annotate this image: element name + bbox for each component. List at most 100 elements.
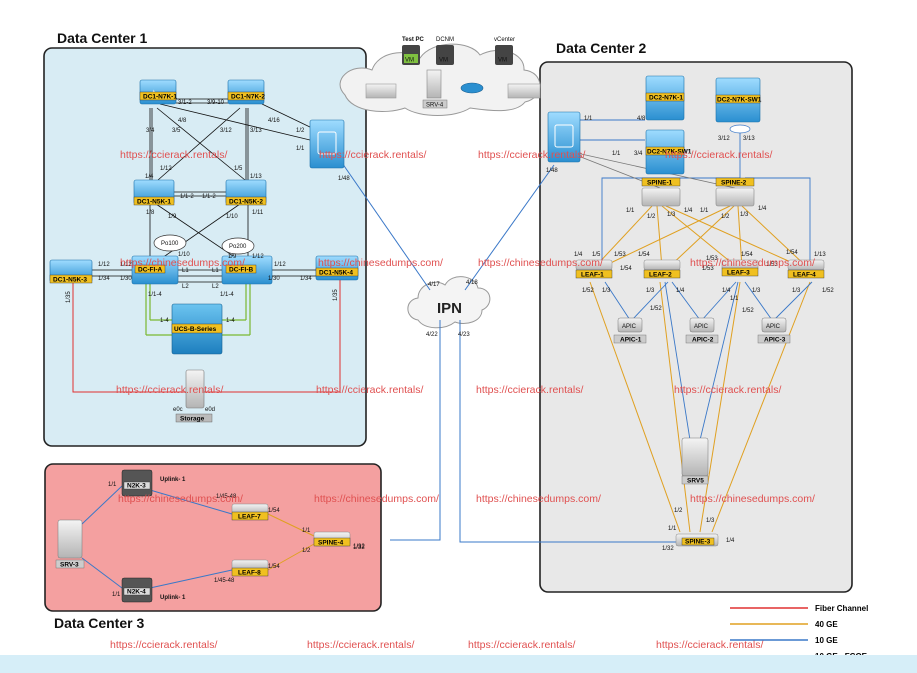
svg-text:1/1: 1/1 [584, 116, 593, 122]
dc2-n7k-sw1-lower[interactable]: DC2-N7K-SW1 [645, 129, 692, 175]
svg-text:1/1: 1/1 [700, 208, 709, 214]
srv4-label-box [422, 99, 448, 109]
svg-text:1/4: 1/4 [758, 206, 767, 212]
svg-text:LEAF-7: LEAF-7 [238, 514, 261, 521]
po200-ellipse: Po200 [221, 237, 255, 255]
svg-text:1/1: 1/1 [612, 151, 621, 157]
dc1-n7k-1[interactable]: ✦ DC1-N7K-1 [139, 79, 177, 105]
svg-text:SPINE-2: SPINE-2 [721, 180, 747, 187]
dc1-n5k-2[interactable]: DC1-N5K-2 [225, 179, 267, 206]
leaf-8[interactable]: LEAF-8 [231, 559, 269, 577]
svg-text:1/4: 1/4 [722, 288, 731, 294]
svg-text:https://ccierack.rentals/: https://ccierack.rentals/ [478, 149, 585, 161]
svg-text:1/4: 1/4 [684, 208, 693, 214]
svg-text:https://chinesedumps.com/: https://chinesedumps.com/ [478, 257, 603, 269]
dc2-spine-leaf-links [589, 205, 811, 533]
svg-text:DCNM: DCNM [436, 37, 454, 43]
dc1-n5k-3[interactable]: DC1-N5K-3 [49, 259, 93, 284]
n2k-4[interactable]: N2K-4 [121, 577, 153, 603]
spine-2[interactable]: SPINE-2 [715, 177, 755, 207]
spine-4[interactable]: SPINE-4 [313, 531, 351, 547]
svg-text:DC1-N5K-1: DC1-N5K-1 [137, 199, 171, 206]
svg-text:Po100: Po100 [161, 241, 179, 247]
svg-text:1/2: 1/2 [721, 214, 730, 220]
dc1-fi-a[interactable]: DC-FI-A [131, 255, 179, 285]
svg-text:1/5: 1/5 [234, 166, 243, 172]
vcenter-vm: vCenter VM [494, 37, 515, 65]
srv3[interactable]: SRV-3 [55, 519, 85, 569]
storage[interactable]: Storage e0c e0d [173, 369, 215, 423]
dc1-fi-b[interactable]: DC-FI-B [221, 255, 273, 285]
svg-text:LEAF-2: LEAF-2 [649, 272, 672, 279]
svg-text:1/45-48: 1/45-48 [214, 578, 235, 584]
spine-3[interactable]: SPINE-3 [675, 533, 719, 547]
leaf-3[interactable]: LEAF-3 [721, 259, 759, 277]
dc1-region [43, 47, 367, 447]
apic-1[interactable]: APIC APIC-1 [613, 317, 647, 344]
ucs-b-series[interactable]: UCS-B-Series [171, 303, 223, 355]
dc1-core-switch[interactable] [309, 119, 345, 169]
srv5[interactable]: SRV5 [681, 437, 709, 485]
leaf-1[interactable]: LEAF-1 [575, 259, 613, 279]
dc3-region [44, 463, 382, 612]
dc2-n7k-1[interactable]: DC2-N7K-1 [645, 75, 685, 121]
leaf-2[interactable]: LEAF-2 [643, 259, 681, 279]
port-labels: 3/1-2 3/9-10 4/8 4/16 3/4 3/5 3/12 3/13 … [66, 100, 834, 598]
svg-text:N2K-3: N2K-3 [127, 483, 146, 490]
dc2-10ge-links [601, 125, 813, 441]
spine-1[interactable]: SPINE-1 [641, 177, 681, 207]
svg-text:1/1-2: 1/1-2 [180, 194, 194, 200]
svg-text:1/54: 1/54 [786, 250, 798, 256]
svg-text:1/2: 1/2 [647, 214, 656, 220]
apic-3[interactable]: APIC APIC-3 [757, 317, 791, 344]
dc2-n7k-sw1-upper[interactable]: DC2-N7K-SW1 [715, 77, 762, 123]
svg-text:1/52: 1/52 [650, 306, 662, 312]
svg-text:1/30: 1/30 [120, 276, 132, 282]
dc1-n5k-1[interactable]: DC1-N5K-1 [133, 179, 175, 206]
svg-text:APIC-1: APIC-1 [620, 337, 642, 344]
n2k-3[interactable]: N2K-3 [121, 469, 153, 497]
svg-text:https://ccierack.rentals/: https://ccierack.rentals/ [674, 384, 781, 396]
svg-text:3/12: 3/12 [220, 128, 232, 134]
legend-10ge: 10 GE [815, 636, 838, 645]
leaf-7[interactable]: LEAF-7 [231, 503, 269, 521]
svg-text:SPINE-4: SPINE-4 [318, 540, 344, 547]
svg-text:APIC: APIC [622, 324, 637, 330]
svg-text:1/12: 1/12 [252, 254, 264, 260]
svg-text:https://ccierack.rentals/: https://ccierack.rentals/ [319, 149, 426, 161]
svg-text:https://chinesedumps.com/: https://chinesedumps.com/ [120, 257, 245, 269]
dc1-n7k-2[interactable]: DC1-N7K-2 [227, 79, 265, 105]
svg-text:https://chinesedumps.com/: https://chinesedumps.com/ [314, 493, 439, 505]
svg-text:1/54: 1/54 [268, 564, 280, 570]
svg-text:3/13: 3/13 [743, 136, 755, 142]
svg-text:1/52: 1/52 [582, 288, 594, 294]
svg-text:1/1: 1/1 [626, 208, 635, 214]
dcnm-vm: DCNM VM [436, 37, 454, 65]
svg-text:1/3: 1/3 [646, 288, 655, 294]
legend-fc: Fiber Channel [815, 604, 868, 613]
svg-text:1/4: 1/4 [726, 538, 735, 544]
n2k-3-uplink: Uplink- 1 [160, 477, 186, 483]
svg-text:DC1-N5K-4: DC1-N5K-4 [319, 270, 353, 277]
dc2-core-switch[interactable] [547, 111, 581, 163]
svg-text:1/54: 1/54 [620, 266, 632, 272]
svg-text:VM: VM [439, 58, 448, 64]
srv4-label: SRV-4 [426, 103, 444, 109]
svg-text:SPINE-3: SPINE-3 [685, 539, 711, 546]
dc1-fc-links [72, 280, 341, 393]
svg-text:https://ccierack.rentals/: https://ccierack.rentals/ [120, 149, 227, 161]
dc2-title: Data Center 2 [556, 40, 646, 56]
leaf-4[interactable]: LEAF-4 [787, 259, 825, 279]
svg-text:4/8: 4/8 [637, 116, 646, 122]
svg-text:APIC-2: APIC-2 [692, 337, 714, 344]
svg-text:Storage: Storage [180, 416, 205, 423]
dc3-links [81, 485, 315, 589]
svg-text:1/32: 1/32 [662, 546, 674, 552]
svg-text:1/53: 1/53 [706, 256, 718, 262]
dc1-n5k-4[interactable]: DC1-N5K-4 [315, 255, 359, 281]
svg-text:1/4: 1/4 [574, 252, 583, 258]
svg-text:UCS-B-Series: UCS-B-Series [174, 326, 217, 333]
svg-text:1/52: 1/52 [822, 288, 834, 294]
svg-text:1/54: 1/54 [638, 252, 650, 258]
apic-2[interactable]: APIC APIC-2 [685, 317, 719, 344]
